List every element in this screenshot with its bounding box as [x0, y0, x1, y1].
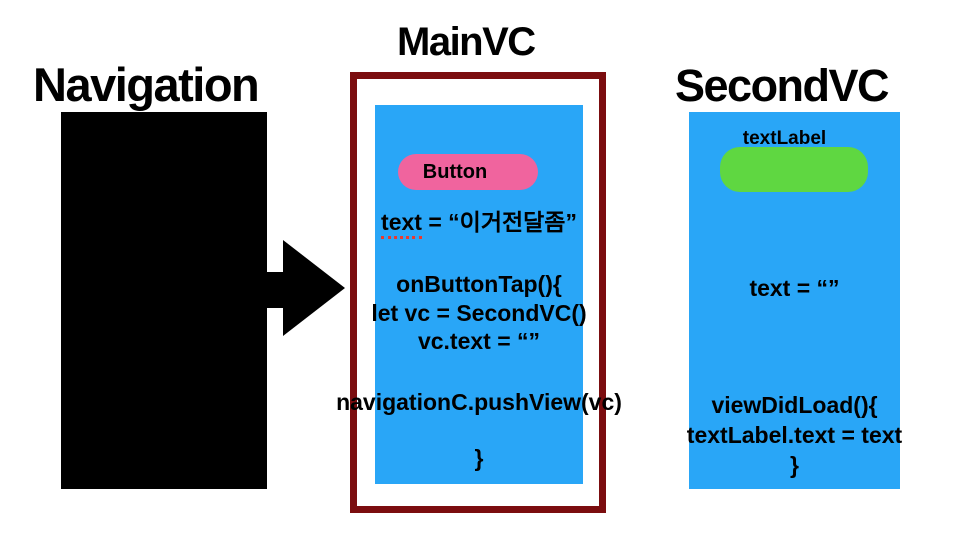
code-line-pushview: navigationC.pushView(vc)	[336, 389, 622, 415]
code-line-textlabel-assign: textLabel.text = text	[686, 422, 903, 448]
text-token: text	[381, 209, 422, 239]
code-line-closing-brace-second: }	[790, 452, 799, 478]
navigation-title: Navigation	[33, 58, 260, 111]
textlabel-caption: textLabel	[742, 128, 827, 149]
code-line-let-vc: let vc = SecondVC()	[371, 300, 587, 326]
button-control: Button	[398, 154, 538, 190]
mainvc-title: MainVC	[397, 20, 536, 64]
textlabel-control	[720, 147, 868, 192]
secondvc-view: textLabel text = “” viewDidLoad(){ textL…	[686, 112, 903, 489]
push-arrow-icon	[266, 240, 345, 336]
code-line-vc-text: vc.text = “”	[417, 328, 541, 354]
mainvc-highlight-frame	[350, 72, 606, 513]
code-line-onbuttontap: onButtonTap(){	[396, 271, 562, 297]
text-empty-assignment: text = “”	[749, 275, 840, 301]
secondvc-title: SecondVC	[675, 60, 890, 111]
text-value: = “이거전달좀”	[421, 209, 577, 235]
button-label: Button	[422, 160, 488, 183]
code-line-viewdidload: viewDidLoad(){	[711, 392, 878, 418]
navigation-controller-rect	[61, 112, 267, 489]
mainvc-view: Button text = “이거전달좀” onButtonTap(){ let…	[336, 105, 622, 484]
text-assignment-line: text = “이거전달좀”	[381, 209, 577, 239]
code-line-closing-brace: }	[474, 445, 484, 471]
